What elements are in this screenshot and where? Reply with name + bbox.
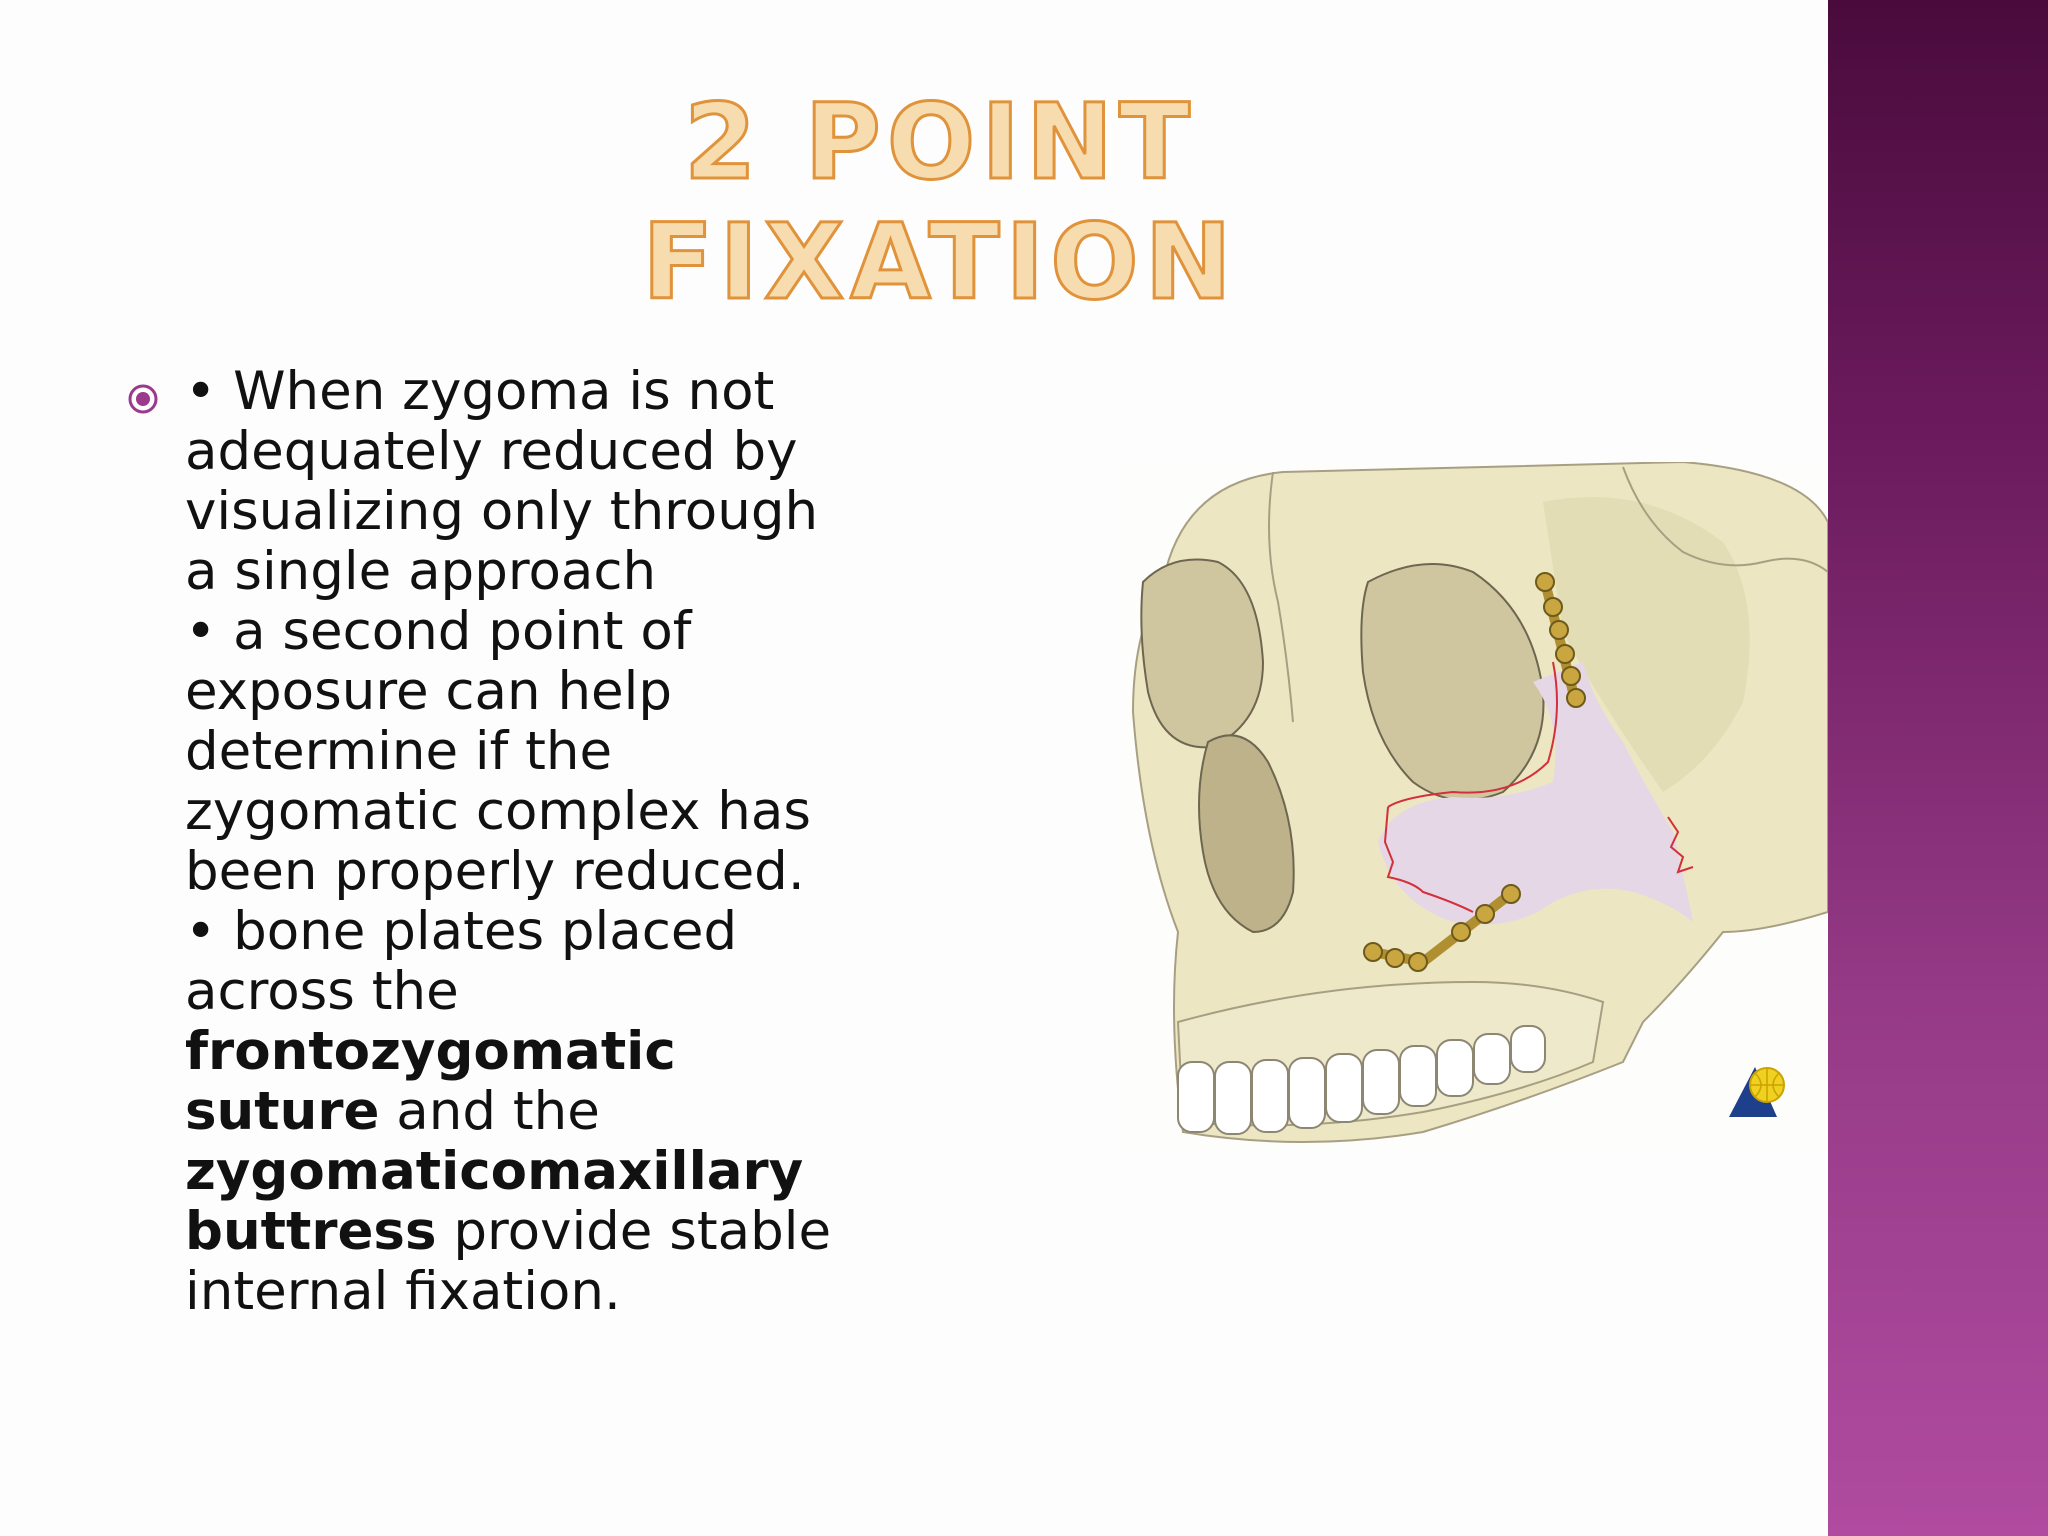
term-buttress: buttress (185, 1201, 437, 1262)
circle-bullet-icon (128, 384, 158, 414)
body-line: adequately reduced by (185, 421, 798, 482)
decorative-side-bar (1828, 0, 2048, 1536)
term-frontozygomatic: frontozygomatic (185, 1021, 676, 1082)
body-line: internal fixation. (185, 1261, 621, 1322)
joiner-text: and the (379, 1081, 600, 1142)
body-line-bold: frontozygomatic (185, 1022, 885, 1082)
body-line: exposure can help (185, 661, 673, 722)
fixation-plate-upper (1535, 572, 1586, 708)
body-line: visualizing only through (185, 481, 819, 542)
body-line-mixed: suture and the (185, 1082, 885, 1142)
body-line: been properly reduced. (185, 841, 805, 902)
body-line: a single approach (185, 541, 657, 602)
slide-title: 2 POINT FIXATION (641, 81, 1238, 324)
term-suture: suture (185, 1081, 380, 1142)
ao-foundation-logo-icon (1729, 1067, 1785, 1117)
body-line-bold: zygomaticomaxillary (185, 1142, 885, 1202)
body-line: determine if the (185, 721, 613, 782)
body-line: zygomatic complex has (185, 781, 811, 842)
body-line: across the (185, 961, 459, 1022)
term-zygomaticomaxillary: zygomaticomaxillary (185, 1141, 804, 1202)
tail-text: provide stable (436, 1201, 832, 1262)
body-line-mixed: buttress provide stable (185, 1202, 885, 1262)
body-line: • bone plates placed (185, 901, 738, 962)
body-line: • a second point of (185, 601, 692, 662)
fixation-plate-lower (1363, 884, 1521, 972)
body-line: • When zygoma is not (185, 361, 775, 422)
skull-drawing (1131, 460, 1829, 1143)
skull-fixation-illustration (1123, 460, 1829, 1152)
bullet-text: • When zygoma is not adequately reduced … (185, 362, 885, 1322)
